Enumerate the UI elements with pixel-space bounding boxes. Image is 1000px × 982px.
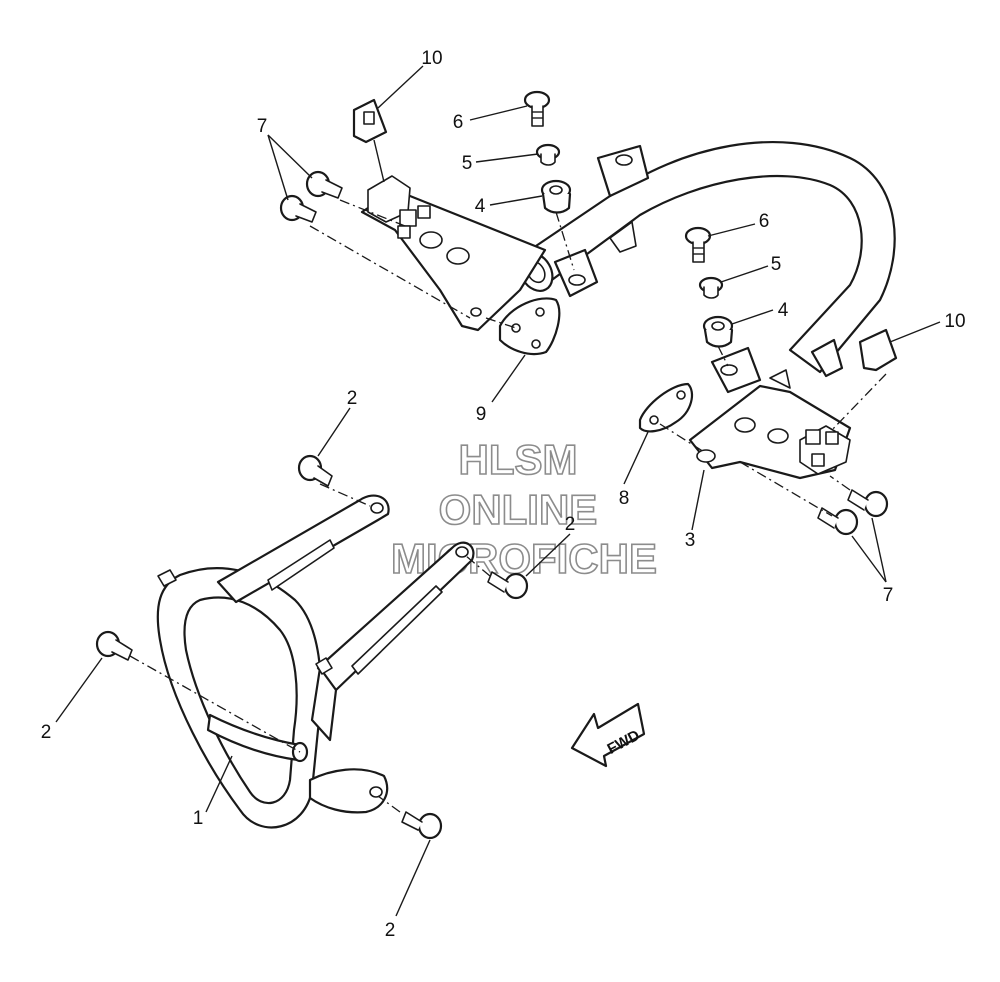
bolt-2-top (297, 454, 333, 487)
watermark-line2: ONLINE (439, 486, 598, 533)
plate-8 (638, 382, 694, 433)
callout-6-upper: 6 (453, 112, 464, 133)
bolt-7-lower-b (817, 507, 859, 536)
callout-2-left: 2 (41, 722, 52, 743)
callout-5-lower: 5 (771, 254, 782, 275)
callout-6-lower: 6 (759, 211, 770, 232)
clip-nut-10-left (352, 98, 388, 144)
grommet-4-upper (540, 179, 572, 214)
watermark: HLSM ONLINE MICROFICHE (390, 435, 658, 583)
bolt-2-bottom (401, 811, 443, 840)
guard-1 (156, 494, 475, 829)
bolt-2-left (95, 630, 133, 661)
bolt-7-lower-a (847, 489, 889, 518)
left-stay (360, 175, 547, 332)
callout-2-top: 2 (347, 388, 358, 409)
callout-4-upper: 4 (475, 196, 486, 217)
bolt-6-upper (523, 90, 551, 127)
callout-7-upper: 7 (257, 116, 268, 137)
callout-7-lower: 7 (883, 585, 894, 606)
callout-5-upper: 5 (462, 153, 473, 174)
assembly-lines (129, 199, 887, 813)
callout-3: 3 (685, 530, 696, 551)
callout-4-lower: 4 (778, 300, 789, 321)
bolt-7-upper-a (305, 170, 343, 199)
plate-9 (498, 297, 561, 356)
grommet-4-lower (702, 315, 734, 348)
callout-9: 9 (476, 404, 487, 425)
bolt-6-lower (684, 226, 712, 263)
callout-2-mid: 2 (565, 514, 576, 535)
collar-5-upper (535, 143, 561, 166)
bolt-2-mid (487, 571, 529, 600)
callout-8: 8 (619, 488, 630, 509)
right-stay (688, 384, 852, 480)
bolt-7-upper-b (279, 194, 317, 223)
leader-lines (55, 65, 941, 917)
fwd-arrow-icon: FWD (570, 702, 646, 768)
watermark-line1: HLSM (459, 436, 578, 483)
callout-10-upper: 10 (421, 48, 442, 69)
callout-1: 1 (193, 808, 204, 829)
collar-5-lower (698, 276, 724, 299)
callout-10-lower: 10 (944, 311, 965, 332)
clip-nut-10-right (810, 328, 898, 378)
callout-2-bottom: 2 (385, 920, 396, 941)
callout-labels: 10 7 6 5 4 9 6 5 4 10 8 3 7 2 2 2 1 2 (41, 48, 966, 941)
